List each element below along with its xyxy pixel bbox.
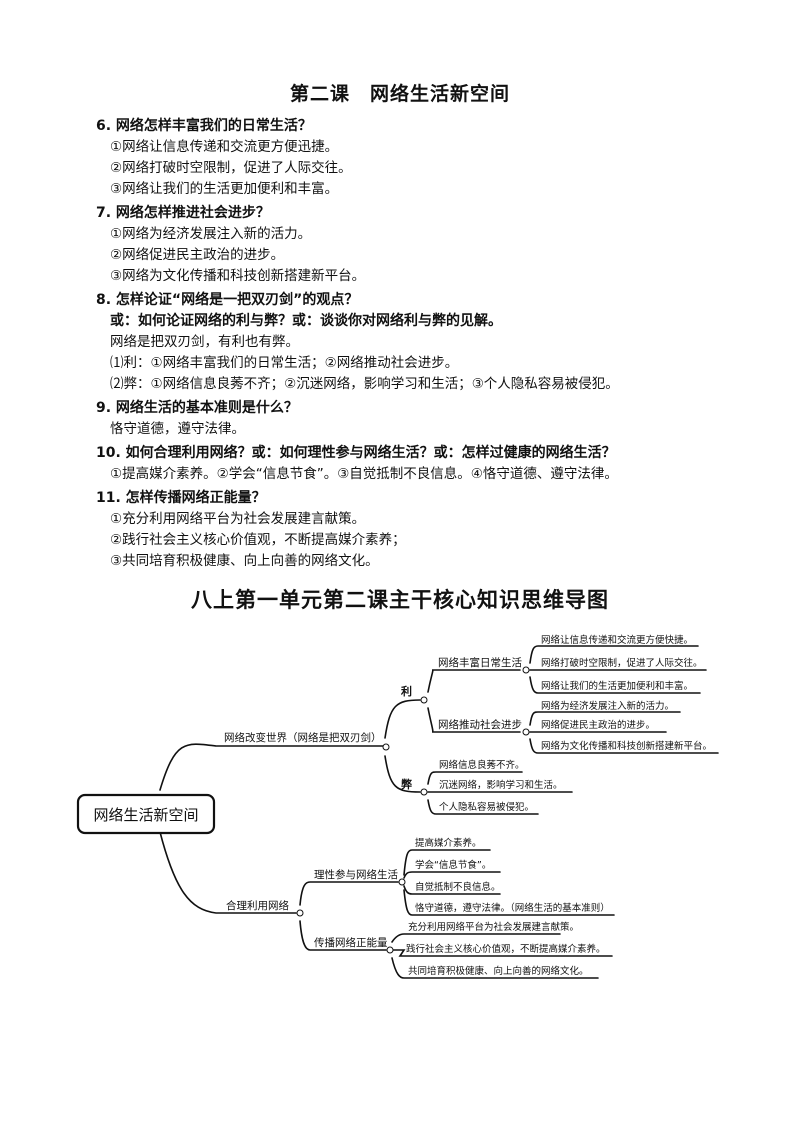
mindmap-leaf: 提高媒介素养。 — [415, 837, 482, 849]
branch2-label: 合理利用网络 — [226, 899, 289, 912]
answer-line: ②践行社会主义核心价值观，不断提高媒介素养； — [110, 532, 406, 548]
li-sub2-label: 网络推动社会进步 — [438, 718, 522, 731]
answer-line: ①提高媒介素养。②学会“信息节食”。③自觉抵制不良信息。④恪守道德、遵守法律。 — [110, 466, 618, 482]
mindmap-leaf: 学会“信息节食”。 — [415, 859, 491, 871]
answer-line: ③网络让我们的生活更加便利和丰富。 — [110, 181, 339, 197]
mindmap-connector — [529, 645, 699, 664]
answer-line: ①网络为经济发展注入新的活力。 — [110, 226, 312, 242]
question-11: 11. 怎样传播网络正能量？ — [96, 490, 266, 506]
mindmap-leaf: 个人隐私容易被侵犯。 — [439, 801, 534, 813]
qa-section: 6. 网络怎样丰富我们的日常生活？ ①网络让信息传递和交流更方便迅捷。 ②网络打… — [96, 116, 776, 572]
mindmap-connector — [299, 881, 399, 906]
mindmap-title: 八上第一单元第二课主干核心知识思维导图 — [191, 588, 609, 612]
mindmap-leaf: 网络促进民主政治的进步。 — [541, 719, 655, 731]
node-circle — [382, 743, 390, 751]
answer-line: ③网络为文化传播和科技创新搭建新平台。 — [110, 268, 366, 284]
mindmap-leaf: 践行社会主义核心价值观，不断提高媒介素养。 — [406, 943, 606, 955]
answer-line: ②网络打破时空限制，促进了人际交往。 — [110, 160, 352, 176]
mindmap-leaf: 网络让我们的生活更加便利和丰富。 — [541, 680, 693, 692]
mindmap-connector — [427, 771, 523, 785]
mindmap-connector — [159, 743, 384, 791]
mindmap-leaf: 自觉抵制不良信息。 — [415, 881, 501, 893]
mindmap-leaf: 充分利用网络平台为社会发展建言献策。 — [408, 921, 579, 933]
answer-line: ⑴利：①网络丰富我们的日常生活；②网络推动社会进步。 — [110, 355, 459, 371]
node-circle — [398, 878, 406, 886]
li-label: 利 — [401, 684, 412, 698]
lesson-title: 第二课 网络生活新空间 — [289, 83, 510, 105]
mindmap-leaf: 网络为文化传播和科技创新搭建新平台。 — [541, 740, 712, 752]
question-6: 6. 网络怎样丰富我们的日常生活？ — [96, 118, 312, 134]
mindmap-connector — [299, 920, 387, 951]
mindmap-leaf: 恪守道德，遵守法律。（网络生活的基本准则） — [415, 902, 610, 914]
question-8: 8. 怎样论证“网络是一把双刃剑”的观点？ — [96, 292, 359, 308]
mindmap-connector — [529, 711, 681, 726]
mindmap-connector — [384, 699, 421, 739]
question-10: 10. 如何合理利用网络？或：如何理性参与网络生活？或：怎样过健康的网络生活？ — [96, 445, 616, 461]
answer-line: 恪守道德，遵守法律。 — [110, 421, 245, 437]
answer-line: ⑵弊：①网络信息良莠不齐；②沉迷网络，影响学习和生活；③个人隐私容易被侵犯。 — [110, 376, 619, 392]
branch1-label: 网络改变世界（网络是把双刃剑） — [224, 731, 382, 744]
mindmap-connector — [427, 707, 521, 733]
node-circle — [420, 788, 428, 796]
li-sub1-label: 网络丰富日常生活 — [438, 656, 522, 669]
mindmap-leaf: 网络打破时空限制，促进了人际交往。 — [541, 657, 703, 669]
node-circle — [522, 728, 530, 736]
mindmap-leaf: 网络为经济发展注入新的活力。 — [541, 700, 674, 712]
mindmap-connector — [403, 885, 501, 895]
bi-label: 弊 — [401, 777, 413, 791]
mindmap: 网络生活新空间 网络改变世界（网络是把双刃剑） 利 弊 网络丰富日常生活 网络推… — [76, 634, 719, 979]
answer-line: ①充分利用网络平台为社会发展建言献策。 — [110, 511, 366, 527]
answer-line: ①网络让信息传递和交流更方便迅捷。 — [110, 139, 339, 155]
mindmap-connector — [427, 669, 521, 693]
answer-line: 网络是把双刃剑，有利也有弊。 — [110, 334, 299, 350]
root-label: 网络生活新空间 — [93, 806, 198, 824]
answer-line: ②网络促进民主政治的进步。 — [110, 247, 285, 263]
question-7: 7. 网络怎样推进社会进步？ — [96, 205, 270, 221]
mindmap-connector — [391, 949, 613, 957]
node-circle — [296, 909, 304, 917]
b2-sub1-label: 理性参与网络生活 — [314, 868, 398, 881]
mindmap-leaf: 网络信息良莠不齐。 — [439, 759, 525, 771]
mindmap-connector — [529, 676, 701, 694]
mindmap-leaf: 共同培育积极健康、向上向善的网络文化。 — [408, 965, 589, 977]
mindmap-connector — [427, 799, 539, 815]
mindmap-connector — [529, 738, 719, 754]
mindmap-connector — [403, 849, 491, 876]
answer-line: ③共同培育积极健康、向上向善的网络文化。 — [110, 553, 379, 569]
mindmap-connector — [159, 831, 297, 914]
mindmap-connector — [403, 871, 501, 879]
mindmap-leaf: 网络让信息传递和交流更方便快捷。 — [541, 634, 693, 646]
mindmap-connector — [391, 933, 561, 943]
mindmap-connector — [403, 889, 615, 916]
question-9: 9. 网络生活的基本准则是什么？ — [96, 400, 298, 416]
mindmap-connector — [384, 755, 421, 793]
node-circle — [386, 946, 394, 954]
node-circle — [522, 666, 530, 674]
node-circle — [420, 696, 428, 704]
question-8-alt: 或：如何论证网络的利与弊？或：谈谈你对网络利与弊的见解。 — [110, 313, 502, 329]
root-node — [76, 793, 216, 835]
b2-sub2-label: 传播网络正能量 — [314, 936, 388, 949]
mindmap-leaf: 沉迷网络，影响学习和生活。 — [439, 779, 563, 791]
mindmap-connector — [391, 957, 599, 979]
